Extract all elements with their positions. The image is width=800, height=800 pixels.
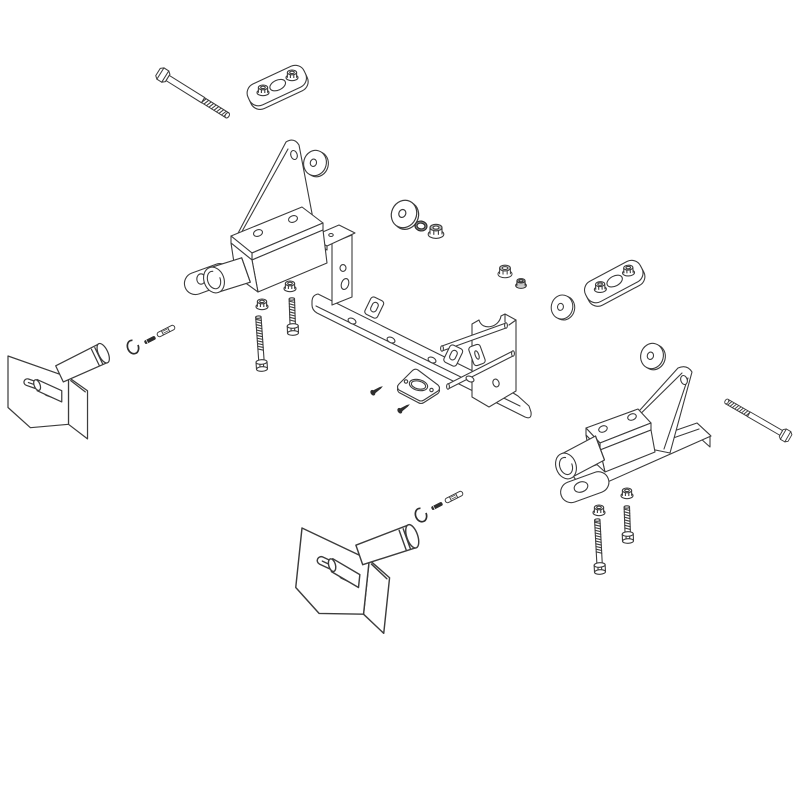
frame-mount-bracket-bottom: [291, 510, 425, 637]
hex-nut-right-pair: [497, 264, 513, 279]
snap-ring-left: [124, 337, 142, 357]
self-tapping-screw-upper: [369, 383, 385, 397]
nut-backing-plate-top-left: [244, 62, 312, 113]
flange-nut-left-lower: [255, 298, 269, 311]
snap-ring-bottom: [412, 505, 430, 525]
clevis-pin-bottom: [443, 490, 465, 504]
mounting-bolt-long-right: [591, 518, 607, 576]
hex-bolt-long-top-left: [153, 65, 233, 123]
mounting-bolt-short-right: [620, 505, 635, 545]
lock-washer-center: [413, 219, 429, 233]
flange-nut-right-upper: [620, 487, 634, 500]
clevis-pin-left: [155, 324, 177, 338]
roll-pin-bottom: [430, 501, 444, 511]
fender-washer-right-inner: [548, 292, 578, 323]
tow-bracket-assembly-right: [551, 366, 712, 507]
roll-pin-left: [143, 335, 157, 345]
self-tapping-screw-lower: [396, 401, 412, 415]
flange-nut-left-upper: [283, 280, 297, 293]
lock-nut-right-pair: [515, 278, 527, 289]
flange-nut-right-lower: [592, 504, 606, 517]
mounting-bolt-short-left: [285, 297, 300, 337]
fender-washer-left-arm: [300, 147, 332, 180]
fender-washer-right-arm: [637, 340, 669, 373]
hex-nut-center: [427, 223, 445, 239]
mounting-bolt-long-left: [252, 314, 269, 373]
hex-bolt-long-right: [721, 394, 794, 444]
nut-backing-plate-right: [580, 256, 650, 310]
reinforcing-plate-center: [396, 368, 441, 405]
frame-mount-bracket-left: [7, 341, 113, 440]
